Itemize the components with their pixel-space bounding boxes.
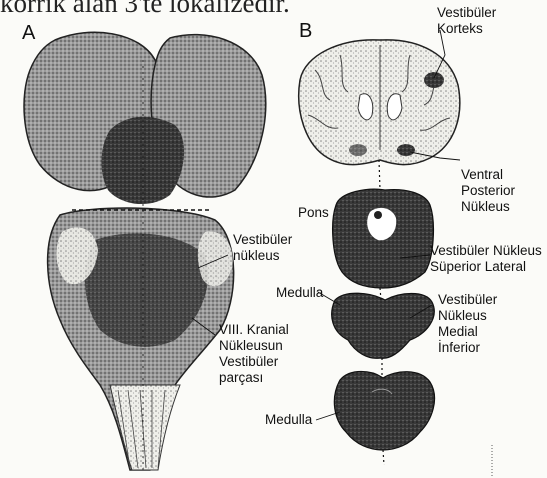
label-ventral-posterior-nucleus: Ventral Posterior Nükleus xyxy=(461,167,515,215)
panel-a-brainstem xyxy=(24,32,266,470)
label-vestibular-nucleus: Vestibüler nükleus xyxy=(233,232,292,264)
label-medulla-upper: Medulla xyxy=(276,285,323,301)
label-superior-lateral-nucleus: Vestibüler Nükleus Süperior Lateral xyxy=(430,243,542,275)
label-medial-inferior-nucleus: Vestibüler Nükleus Medial İnferior xyxy=(438,292,497,356)
label-vestibular-cortex: Vestibüler Korteks xyxy=(437,5,496,37)
label-pons: Pons xyxy=(298,205,329,221)
label-cranial-nerve-viii: VIII. Kranial Nükleusun Vestibüler parça… xyxy=(219,322,289,386)
label-medulla-lower: Medulla xyxy=(265,412,312,428)
